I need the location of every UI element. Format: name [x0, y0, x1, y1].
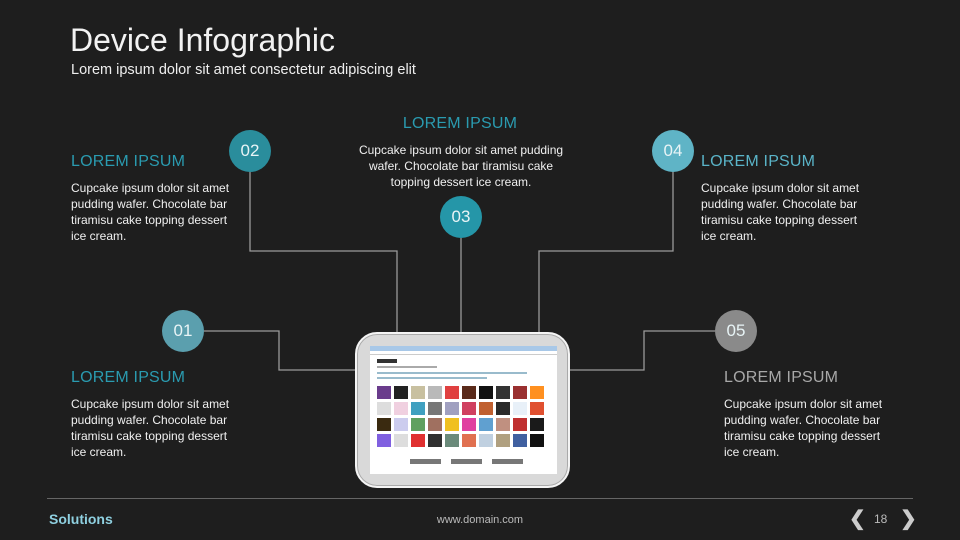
thumbnail: [377, 434, 391, 447]
thumbnail: [530, 434, 544, 447]
page-subtitle: Lorem ipsum dolor sit amet consectetur a…: [71, 62, 416, 78]
thumbnail: [411, 434, 425, 447]
connector-04: [538, 172, 674, 333]
step-03-number: 03: [451, 207, 471, 226]
thumbnail: [394, 418, 408, 431]
step-04-heading: LOREM IPSUM: [701, 153, 816, 170]
footer-section: Solutions: [49, 511, 113, 527]
chevron-left-icon[interactable]: ❮: [849, 508, 866, 530]
step-01-heading: LOREM IPSUM: [71, 369, 186, 386]
step-03-circle: 03: [440, 196, 482, 238]
thumbnail: [428, 386, 442, 399]
thumbnail: [513, 402, 527, 415]
thumbnail: [428, 418, 442, 431]
thumbnail: [462, 418, 476, 431]
thumbnail: [496, 386, 510, 399]
step-02-heading: LOREM IPSUM: [71, 153, 186, 170]
step-05-circle: 05: [715, 310, 757, 352]
thumbnail: [462, 434, 476, 447]
thumbnail: [462, 402, 476, 415]
tablet-screen-image: [370, 346, 557, 474]
thumbnail: [445, 386, 459, 399]
thumbnail: [479, 386, 493, 399]
thumbnail: [428, 434, 442, 447]
step-03-heading: LOREM IPSUM: [402, 115, 518, 132]
step-02-text: Cupcake ipsum dolor sit amet pudding waf…: [71, 181, 230, 243]
step-01-text: Cupcake ipsum dolor sit amet pudding waf…: [71, 397, 230, 459]
connector-05: [569, 330, 715, 371]
page-number: 18: [874, 512, 888, 526]
step-04-number: 04: [663, 141, 683, 160]
thumbnail: [462, 386, 476, 399]
step-05-heading: LOREM IPSUM: [724, 369, 839, 386]
footer-divider: [47, 498, 913, 499]
step-01-number: 01: [173, 321, 193, 340]
step-03-text: Cupcake ipsum dolor sit amet pudding waf…: [358, 143, 564, 189]
thumbnail: [411, 402, 425, 415]
thumbnail: [428, 402, 442, 415]
thumbnail: [530, 402, 544, 415]
thumbnail: [377, 386, 391, 399]
thumbnail: [496, 418, 510, 431]
step-02-number: 02: [240, 141, 260, 160]
thumbnail: [411, 386, 425, 399]
thumbnail: [394, 434, 408, 447]
thumbnail: [530, 418, 544, 431]
step-02-circle: 02: [229, 130, 271, 172]
thumbnail: [496, 434, 510, 447]
connector-01: [204, 330, 356, 371]
connector-02: [249, 170, 398, 333]
thumbnail: [479, 402, 493, 415]
thumbnail: [479, 418, 493, 431]
thumbnail: [530, 386, 544, 399]
thumbnail: [394, 386, 408, 399]
step-05-text: Cupcake ipsum dolor sit amet pudding waf…: [724, 397, 883, 459]
step-04-circle: 04: [652, 130, 694, 172]
thumbnail: [445, 434, 459, 447]
thumbnail: [513, 434, 527, 447]
footer-website: www.domain.com: [436, 514, 524, 526]
tablet-device: [355, 332, 570, 488]
chevron-right-icon[interactable]: ❯: [900, 508, 917, 530]
step-05-number: 05: [726, 321, 746, 340]
step-01-circle: 01: [162, 310, 204, 352]
thumbnail: [496, 402, 510, 415]
thumbnail: [445, 418, 459, 431]
page-title: Device Infographic: [70, 22, 336, 58]
thumbnail: [394, 402, 408, 415]
thumbnail: [513, 386, 527, 399]
thumbnail: [377, 418, 391, 431]
step-04-text: Cupcake ipsum dolor sit amet pudding waf…: [701, 181, 860, 243]
thumbnail: [411, 418, 425, 431]
thumbnail: [445, 402, 459, 415]
thumbnail: [479, 434, 493, 447]
thumbnail: [377, 402, 391, 415]
thumbnail: [513, 418, 527, 431]
